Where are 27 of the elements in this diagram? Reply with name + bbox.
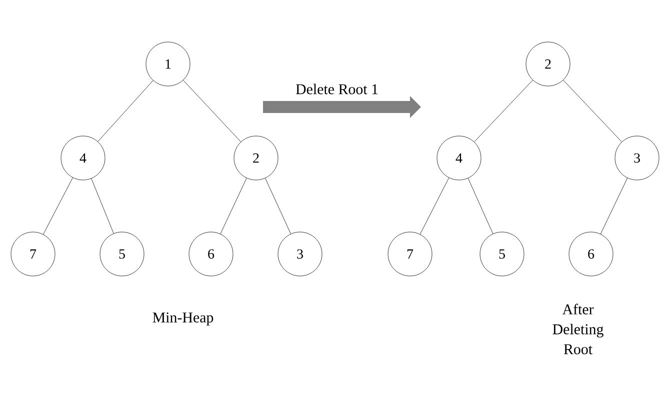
tree-edge (43, 178, 73, 235)
heap-node: 3 (614, 136, 660, 180)
tree-edge (98, 80, 154, 142)
heap-node: 5 (480, 232, 524, 276)
heap-node: 6 (568, 232, 614, 276)
tree-edge (420, 178, 450, 234)
heap-node: 3 (278, 232, 322, 276)
caption-text: Delete Root 1 (296, 84, 378, 94)
tree-edge (182, 80, 242, 142)
tree-edge (468, 178, 494, 234)
caption-text: After Deleting Root (552, 304, 604, 354)
heap-node: 7 (10, 232, 56, 276)
tree-edge (220, 178, 247, 234)
tree-edge (600, 178, 628, 234)
tree-edge (563, 80, 622, 142)
heap-node: 2 (526, 42, 570, 86)
tree-edge (265, 178, 291, 234)
heap-node: 1 (146, 42, 190, 86)
heap-node: 5 (100, 232, 144, 276)
tree-edge (474, 80, 533, 142)
heap-node: 6 (188, 232, 234, 276)
heap-node: 2 (234, 136, 278, 180)
caption-text: Min-Heap (152, 312, 214, 326)
tree-edge (91, 178, 114, 234)
heap-node: 4 (60, 136, 106, 180)
heap-node: 4 (436, 136, 482, 180)
heap-node: 7 (388, 232, 432, 276)
